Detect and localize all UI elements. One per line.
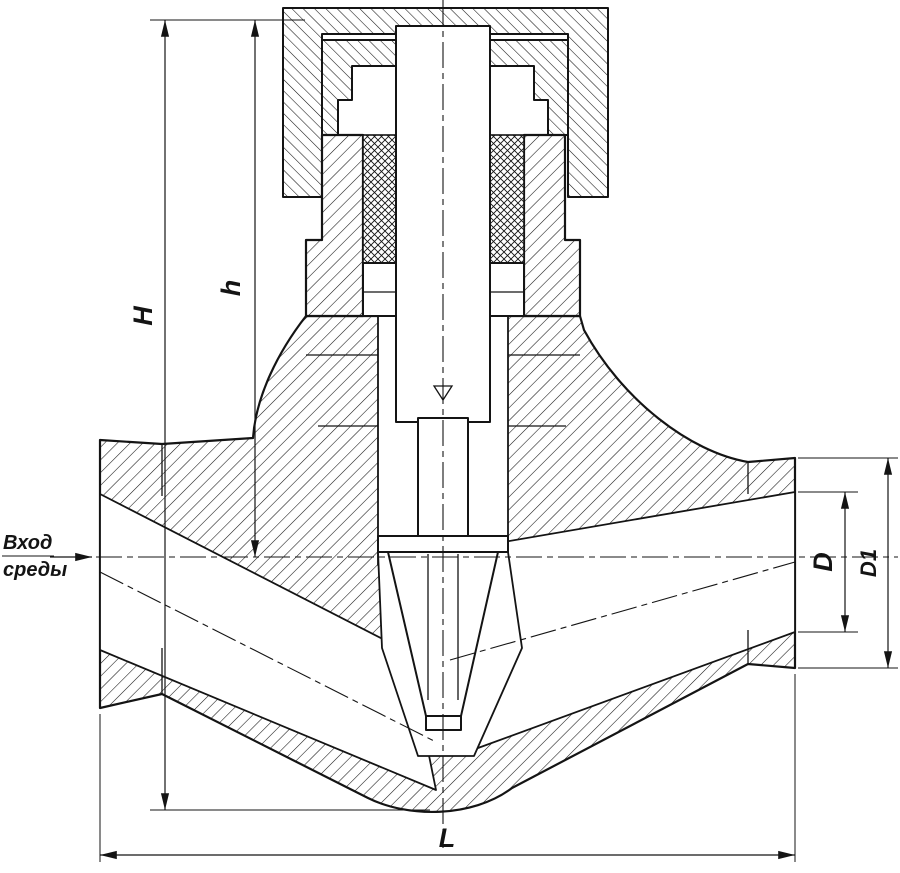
dim-label-H: H bbox=[128, 306, 158, 326]
inlet-label-line1: Вход bbox=[3, 532, 52, 554]
dim-label-L: L bbox=[439, 823, 456, 853]
inlet-annotation: Вход среды bbox=[2, 532, 92, 581]
gland-bushing-left bbox=[321, 39, 397, 136]
outlet-passage-axis bbox=[449, 561, 796, 661]
bonnet-assembly bbox=[282, 7, 609, 318]
dimensions: H h D D1 L Вход bbox=[2, 19, 898, 862]
dim-label-h: h bbox=[216, 280, 246, 297]
disc-inner-lines bbox=[427, 554, 459, 700]
dimension-H: H bbox=[128, 19, 430, 811]
inlet-passage-axis bbox=[99, 571, 437, 743]
inlet-label-line2: среды bbox=[3, 559, 67, 581]
dimension-D1: D1 bbox=[798, 457, 898, 669]
packing-left bbox=[362, 134, 399, 264]
dimension-h: h bbox=[216, 19, 260, 557]
dim-label-D: D bbox=[808, 552, 838, 572]
dim-label-D1: D1 bbox=[856, 549, 881, 577]
dimension-D: D bbox=[798, 491, 858, 633]
centerlines bbox=[96, 0, 898, 848]
gland-bushing-right bbox=[489, 39, 569, 136]
bonnet-body-joint-lines bbox=[306, 354, 580, 427]
dimension-L: L bbox=[99, 674, 796, 862]
inlet-passage-bore bbox=[99, 493, 437, 791]
union-nut bbox=[282, 7, 609, 198]
packing-right bbox=[489, 134, 525, 264]
